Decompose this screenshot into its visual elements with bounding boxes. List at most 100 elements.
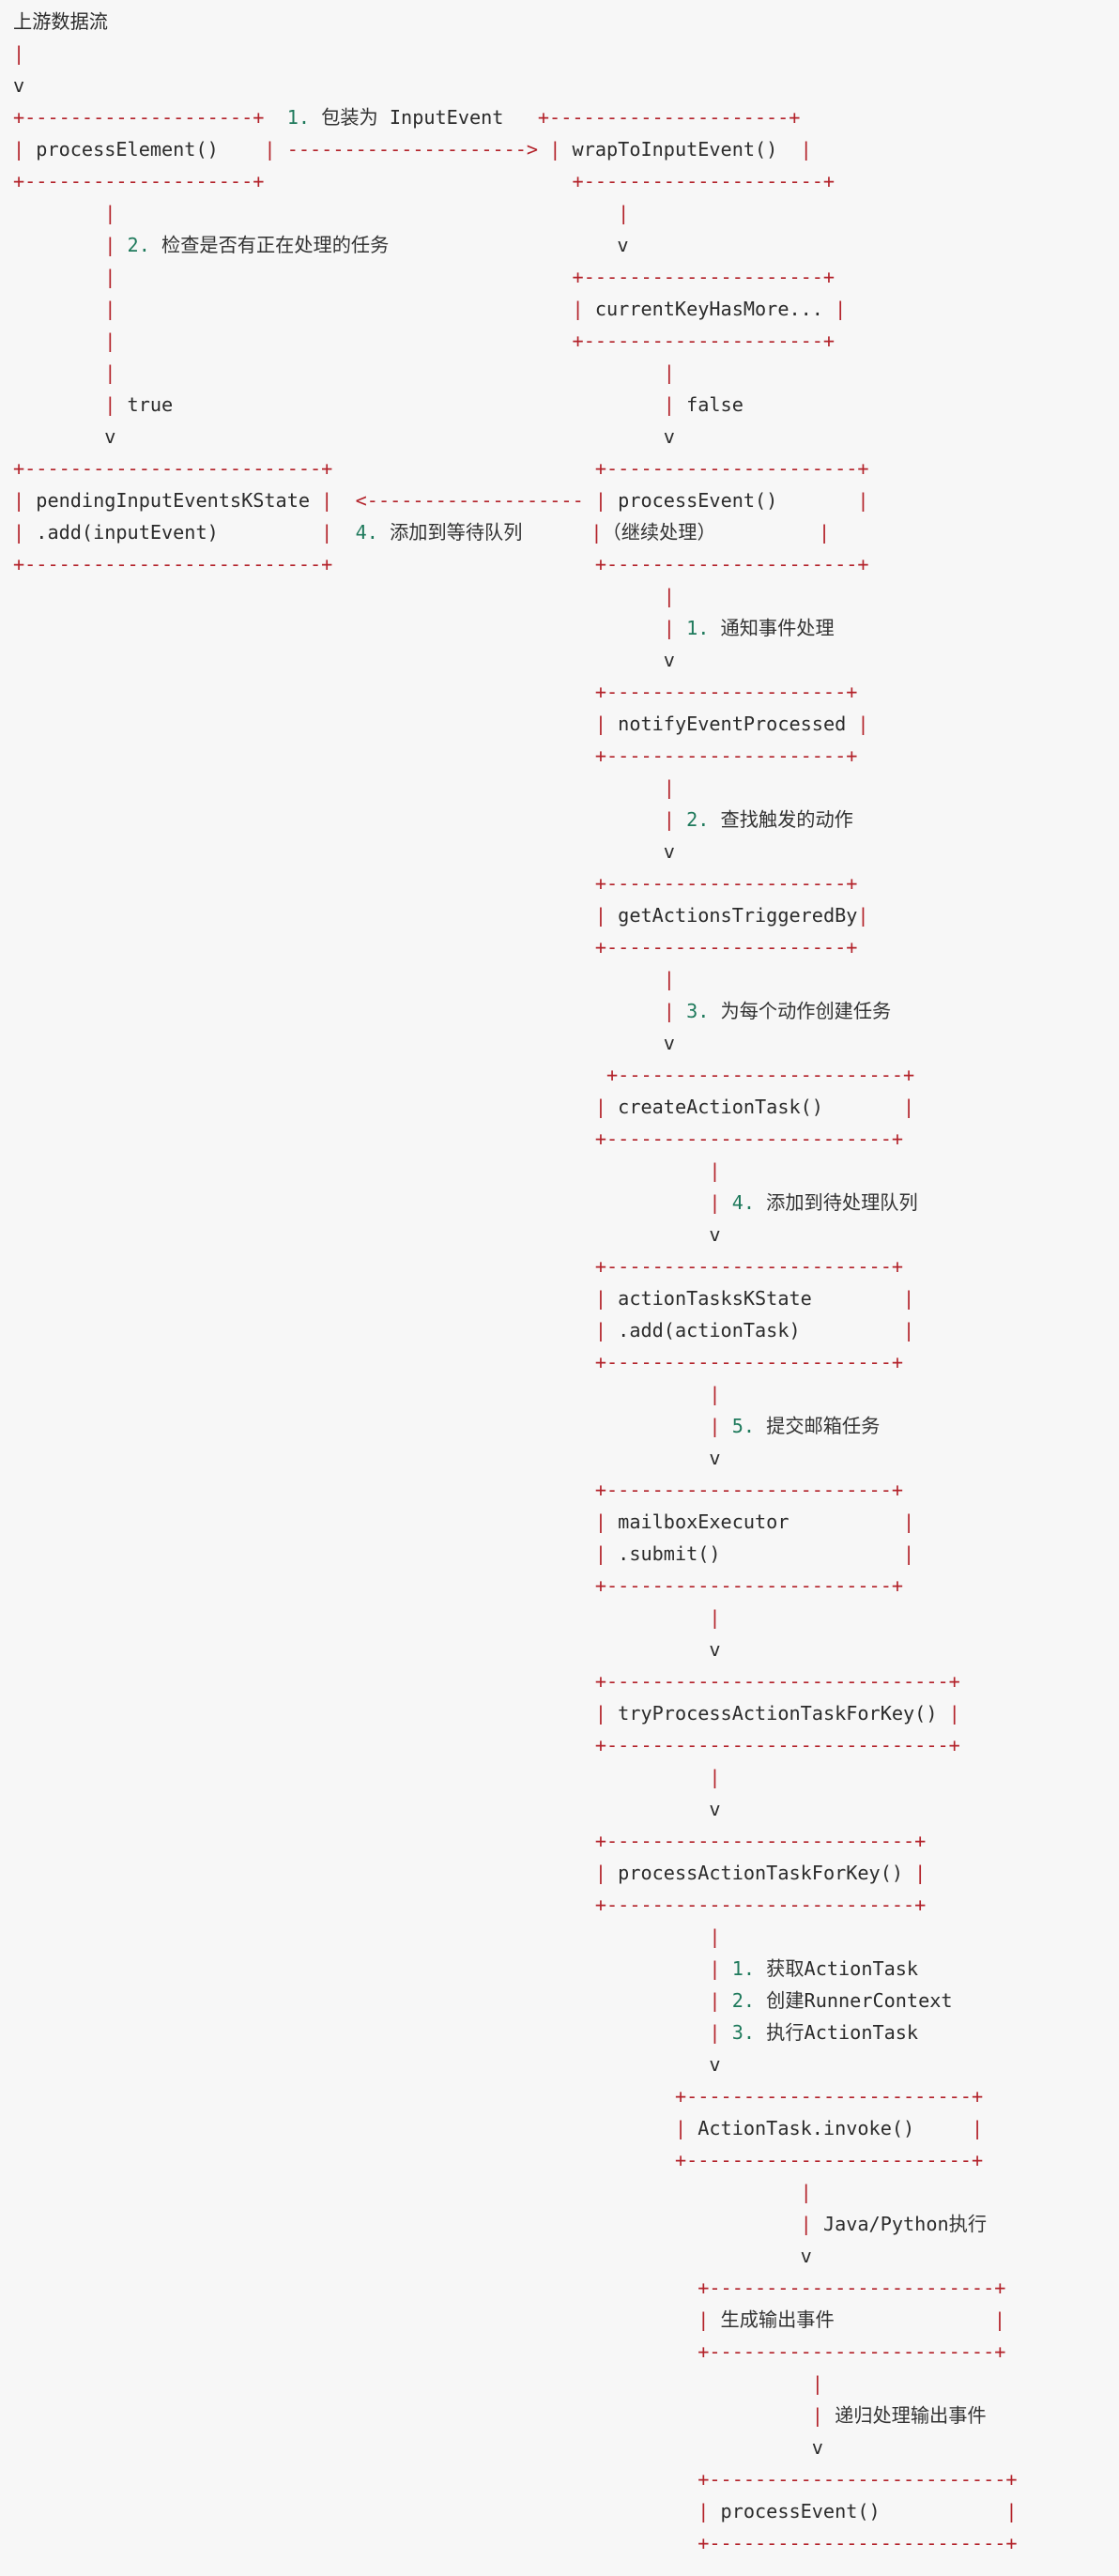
diagram-text-segment	[13, 1351, 595, 1373]
diagram-border-segment: |	[321, 489, 333, 512]
diagram-border-segment: |	[914, 1862, 927, 1884]
diagram-line: +--------------------------+	[13, 2527, 1017, 2559]
diagram-border-segment: |	[903, 1287, 915, 1310]
diagram-line: |	[13, 38, 24, 69]
diagram-border-segment: |	[663, 393, 675, 416]
diagram-border-segment: |	[709, 1415, 721, 1437]
diagram-text-segment	[13, 1127, 595, 1150]
diagram-text-segment: v	[389, 234, 629, 256]
diagram-border-segment: +---------------------+	[594, 872, 858, 895]
diagram-line: | createActionTask() |	[13, 1091, 914, 1123]
diagram-line: | .add(actionTask) |	[13, 1314, 914, 1346]
diagram-text-segment: ActionTask.invoke()	[686, 2117, 972, 2139]
diagram-text-segment	[13, 2468, 697, 2491]
diagram-line: | 3. 执行ActionTask	[13, 2016, 918, 2048]
diagram-text-segment	[13, 266, 104, 288]
diagram-border-segment: |	[321, 521, 333, 544]
diagram-border-segment: +-------------------------+	[594, 1255, 904, 1278]
diagram-text-segment: true	[115, 393, 664, 416]
diagram-text-segment: v	[13, 840, 675, 863]
diagram-border-segment: +---------------------+	[572, 170, 835, 192]
diagram-text-segment	[13, 1383, 709, 1405]
diagram-border-segment: +---------------------+	[572, 266, 835, 288]
diagram-text-segment	[332, 489, 355, 512]
diagram-kw-segment: InputEvent	[389, 106, 504, 129]
diagram-text-segment	[721, 1191, 732, 1214]
diagram-border-segment: +--------------------+	[13, 106, 265, 129]
diagram-border-segment: |	[104, 266, 116, 288]
diagram-cn-segment: 查找触发的动作	[709, 808, 853, 831]
diagram-text-segment	[13, 936, 595, 958]
diagram-line: |	[13, 1155, 720, 1187]
diagram-border-segment: |	[835, 298, 847, 320]
diagram-line: | 1. 通知事件处理	[13, 612, 835, 644]
diagram-line: | +---------------------+	[13, 261, 835, 293]
diagram-border-segment: +-------------------------+	[594, 1479, 904, 1501]
diagram-text-segment: v	[13, 2245, 812, 2267]
diagram-border-segment: |	[857, 713, 869, 735]
diagram-line: +--------------------+ +----------------…	[13, 165, 835, 197]
diagram-border-segment: |	[104, 330, 116, 352]
diagram-border-segment: |	[800, 2181, 812, 2203]
diagram-text-segment: .submit()	[606, 1542, 904, 1565]
diagram-text-segment	[264, 106, 286, 129]
diagram-line: +---------------------+	[13, 740, 858, 772]
diagram-kw-segment: ActionTask	[804, 2021, 919, 2044]
diagram-text-segment	[115, 361, 663, 384]
diagram-text-segment	[332, 553, 595, 575]
diagram-line: +------------------------------+	[13, 1665, 960, 1697]
diagram-text-segment: processElement()	[24, 138, 265, 161]
diagram-text-segment	[13, 1287, 595, 1310]
diagram-num-segment: 1.	[286, 106, 311, 129]
diagram-line: | processElement() | -------------------…	[13, 133, 812, 165]
diagram-text-segment	[13, 1255, 595, 1278]
diagram-line: 上游数据流	[13, 6, 108, 38]
diagram-border-segment: |	[663, 617, 675, 639]
diagram-border-segment: |	[594, 1510, 607, 1533]
diagram-border-segment: +---------------------+	[572, 330, 835, 352]
diagram-border-segment: +-------------------------+	[594, 1574, 904, 1597]
diagram-border-segment: +--------------------------+	[697, 2468, 1018, 2491]
diagram-line: v	[13, 2431, 823, 2463]
diagram-border-segment: +--------------------+	[13, 170, 265, 192]
diagram-text-segment	[823, 2404, 835, 2427]
diagram-cn-segment: 执行	[948, 2213, 988, 2235]
diagram-text-segment	[13, 1510, 595, 1533]
diagram-text-segment: v v	[13, 425, 675, 448]
diagram-border-segment: |	[709, 1766, 721, 1788]
diagram-text-segment	[13, 1862, 595, 1884]
diagram-line: |	[13, 1761, 721, 1793]
diagram-text-segment	[13, 330, 104, 352]
diagram-line: | Java/Python执行	[13, 2208, 987, 2240]
diagram-text-segment	[13, 393, 104, 416]
diagram-text-segment	[115, 330, 572, 352]
diagram-line: v	[13, 1442, 720, 1474]
diagram-text-segment	[13, 1319, 595, 1342]
diagram-line: | 5. 提交邮箱任务	[13, 1410, 880, 1442]
diagram-kw-segment: ActionTask	[804, 1957, 919, 1980]
diagram-text-segment	[13, 1479, 595, 1501]
diagram-text-segment	[13, 2117, 675, 2139]
diagram-line: +-------------------------+	[13, 1059, 914, 1091]
diagram-text-segment: v	[13, 1798, 721, 1820]
diagram-line: |	[13, 772, 675, 804]
diagram-border-segment: +---------------------+	[594, 936, 858, 958]
diagram-border-segment: |	[663, 808, 675, 831]
diagram-text-segment	[13, 2308, 697, 2331]
diagram-line: | ActionTask.invoke() |	[13, 2112, 983, 2144]
diagram-text-segment	[13, 1574, 595, 1597]
diagram-cn-segment: 执行	[755, 2021, 805, 2044]
diagram-line: +---------------------------+	[13, 1889, 926, 1921]
diagram-text-segment: processEvent()	[606, 489, 858, 512]
diagram-border-segment: |	[948, 1702, 960, 1725]
diagram-border-segment: |	[857, 904, 869, 927]
diagram-border-segment: |	[590, 521, 603, 544]
diagram-num-segment: 2.	[731, 1989, 756, 2012]
diagram-text-segment	[13, 1064, 606, 1086]
diagram-border-segment: |	[709, 1383, 721, 1405]
diagram-cn-segment: 为每个动作创建任务	[709, 1000, 892, 1022]
diagram-text-segment: v	[13, 649, 675, 671]
diagram-cn-segment: 添加到等待队列	[377, 521, 523, 544]
diagram-text-segment	[812, 2213, 823, 2235]
diagram-text-segment: v	[13, 2436, 823, 2459]
